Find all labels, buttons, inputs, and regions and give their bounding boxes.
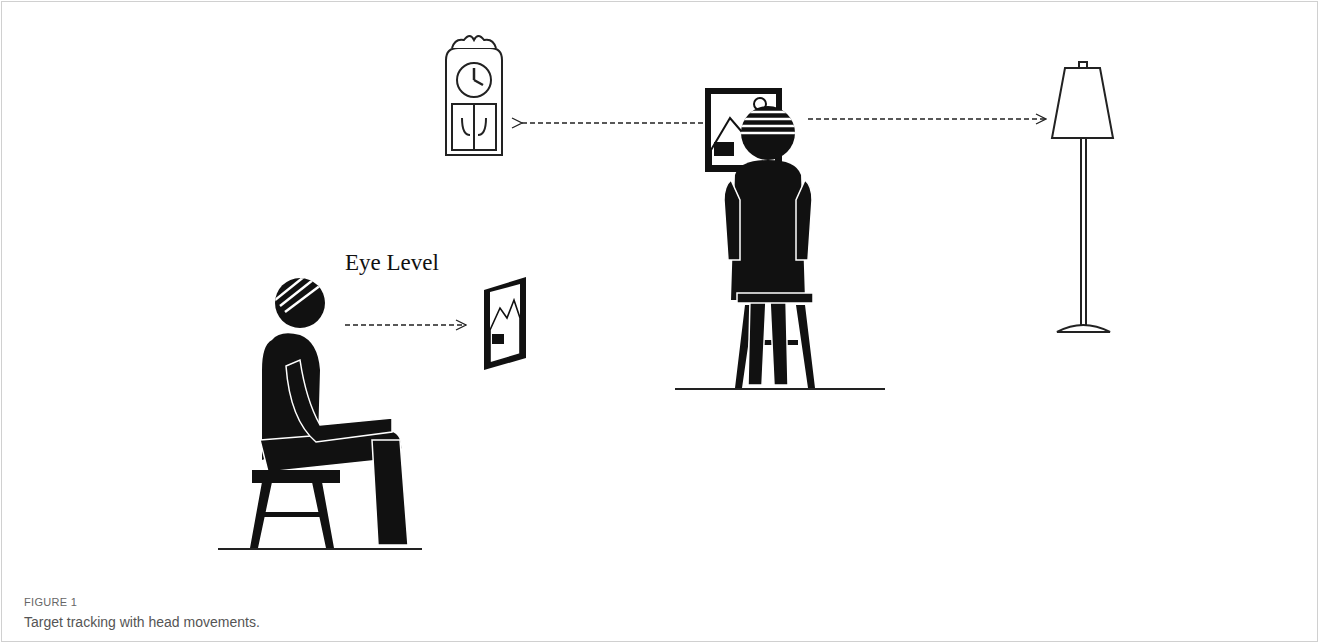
seated-person-side-part: [262, 512, 322, 517]
seated-person-back-part: [737, 293, 813, 303]
floor-lamp-part: [1081, 138, 1086, 328]
seated-person-back-part-part: [740, 118, 796, 121]
picture-frame-side: [484, 277, 526, 370]
picture-frame-side-part: [484, 277, 526, 370]
clock-icon-part: [473, 104, 475, 150]
picture-frame-part: [714, 142, 734, 156]
seated-person-back-part: [796, 180, 812, 260]
seated-person-back: [675, 106, 885, 389]
seated-person-side-part: [275, 272, 325, 312]
seated-person-back-part: [731, 160, 805, 300]
seated-person-side-part: [372, 440, 408, 545]
picture-frame-side-part: [490, 300, 520, 363]
seated-person-back-part: [741, 106, 795, 160]
clock-icon-part: [446, 48, 502, 155]
seated-person-side-part-part: [285, 282, 325, 312]
seated-person-back-part: [740, 112, 796, 133]
annotation-label: Eye Level: [345, 250, 439, 276]
figure-number: FIGURE 1: [24, 596, 77, 608]
seated-person-side-part: [218, 548, 422, 550]
picture-frame-side-part: [490, 284, 520, 363]
clock-icon-part: [457, 63, 491, 97]
clock-icon: [446, 36, 502, 155]
clock-icon-part: [462, 118, 486, 135]
picture-frame-side-part: [492, 334, 504, 344]
seated-person-side-part: [250, 482, 334, 548]
seated-person-back-part-part: [740, 125, 796, 128]
clock-icon-part: [452, 36, 496, 48]
gaze-arrow: [522, 122, 703, 123]
seated-person-back-part: [724, 180, 740, 260]
seated-person-back-part-part: [740, 132, 796, 135]
gaze-arrow: [345, 324, 466, 325]
seated-person-side: [218, 272, 422, 549]
seated-person-back-part: [675, 388, 885, 390]
seated-person-side-part: [286, 360, 392, 442]
floor-lamp: [1052, 62, 1113, 332]
clock-icon-part: [452, 104, 496, 150]
floor-lamp-part: [1052, 68, 1113, 138]
seated-person-back-part: [748, 300, 788, 385]
gaze-arrow: [808, 118, 1046, 119]
clock-icon-part: [474, 68, 483, 85]
seated-person-side-part: [252, 470, 340, 483]
figure-caption: Target tracking with head movements.: [24, 614, 260, 630]
floor-lamp-part: [1057, 325, 1110, 332]
seated-person-back-part-part: [740, 111, 796, 114]
